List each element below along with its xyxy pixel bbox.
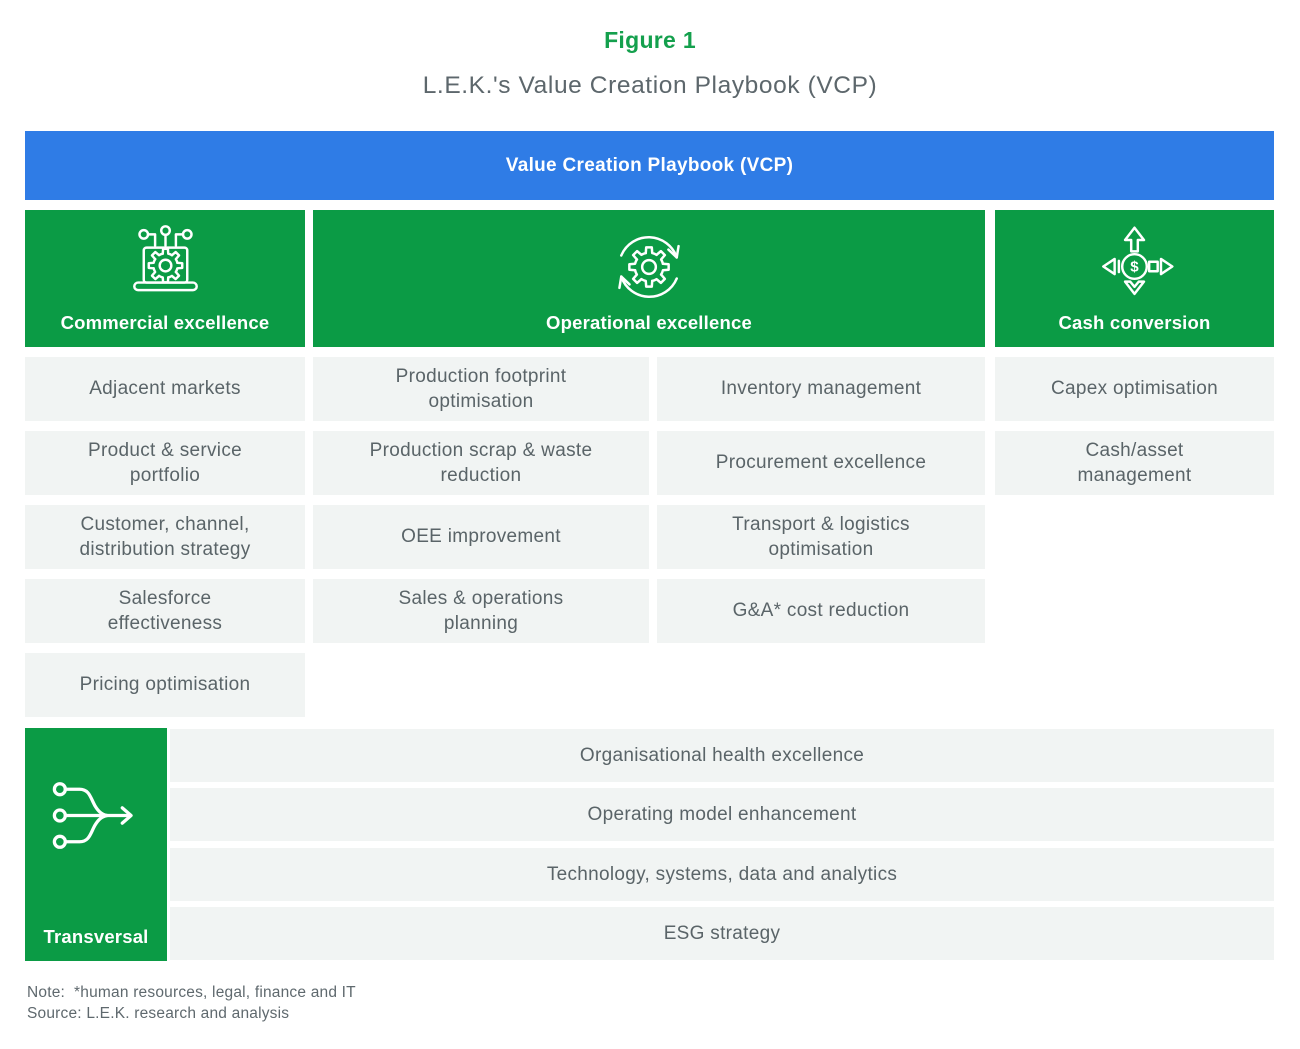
vcp-item-box: Product & service portfolio (25, 431, 305, 495)
gear-sync-icon (618, 236, 680, 298)
vcp-item-box: Pricing optimisation (25, 653, 305, 717)
vcp-item-label: Salesforce effectiveness (107, 587, 223, 635)
column-header-label: Commercial excellence (60, 312, 270, 333)
column-header-cash: $ Cash conversion (995, 210, 1274, 347)
merge-arrow-icon (52, 782, 133, 849)
transversal-row-label: ESG strategy (663, 922, 781, 944)
vcp-item-box: Customer, channel, distribution strategy (25, 505, 305, 569)
transversal-header: Transversal (25, 728, 167, 961)
vcp-item-label: Inventory management (720, 378, 922, 400)
vcp-item-label: Procurement excellence (715, 452, 927, 474)
column-header-operational: Operational excellence (313, 210, 985, 347)
transversal-row: ESG strategy (170, 907, 1274, 960)
vcp-banner-title: Value Creation Playbook (VCP) (505, 154, 794, 176)
vcp-item-label: Cash/asset management (1077, 439, 1192, 487)
vcp-item-box: G&A* cost reduction (657, 579, 985, 643)
vcp-item-box: Salesforce effectiveness (25, 579, 305, 643)
vcp-item-label: Capex optimisation (1051, 378, 1218, 400)
figure-title: L.E.K.'s Value Creation Playbook (VCP) (422, 72, 878, 99)
vcp-item-label: Production footprint optimisation (395, 365, 567, 413)
vcp-item-box: Inventory management (657, 357, 985, 421)
transversal-row-label: Operating model enhancement (587, 803, 857, 825)
column-header-label: Cash conversion (1058, 312, 1211, 333)
vcp-item-label: Production scrap & waste reduction (369, 439, 593, 487)
footer-source: Source: L.E.K. research and analysis (27, 1005, 290, 1022)
vcp-item-box: Production scrap & waste reduction (313, 431, 649, 495)
vcp-item-box: Procurement excellence (657, 431, 985, 495)
vcp-item-label: G&A* cost reduction (732, 600, 910, 622)
vcp-item-box: Adjacent markets (25, 357, 305, 421)
vcp-item-label: Transport & logistics optimisation (732, 513, 910, 561)
transversal-row: Operating model enhancement (170, 788, 1274, 841)
vcp-banner: Value Creation Playbook (VCP) (25, 131, 1274, 200)
vcp-item-box: OEE improvement (313, 505, 649, 569)
vcp-item-label: Product & service portfolio (88, 439, 242, 487)
transversal-row: Technology, systems, data and analytics (170, 848, 1274, 901)
column-header-commercial: Commercial excellence (25, 210, 305, 347)
vcp-item-box: Production footprint optimisation (313, 357, 649, 421)
vcp-item-box: Cash/asset management (995, 431, 1274, 495)
cash-flow-icon: $ (1102, 226, 1174, 296)
figure-label: Figure 1 (604, 27, 696, 53)
vcp-item-label: Pricing optimisation (79, 674, 251, 696)
vcp-item-box: Sales & operations planning (313, 579, 649, 643)
vcp-item-label: OEE improvement (401, 526, 561, 548)
column-header-label: Operational excellence (546, 312, 752, 333)
vcp-item-box: Capex optimisation (995, 357, 1274, 421)
vcp-item-label: Customer, channel, distribution strategy (79, 513, 251, 561)
vcp-item-label: Adjacent markets (89, 378, 241, 400)
vcp-item-box: Transport & logistics optimisation (657, 505, 985, 569)
vcp-item-label: Sales & operations planning (398, 587, 564, 635)
transversal-row: Organisational health excellence (170, 729, 1274, 782)
svg-text:$: $ (1130, 259, 1139, 276)
footer-note: Note: *human resources, legal, finance a… (27, 984, 356, 1001)
transversal-label: Transversal (43, 926, 149, 947)
transversal-row-label: Organisational health excellence (579, 744, 865, 766)
transversal-row-label: Technology, systems, data and analytics (546, 863, 898, 885)
laptop-gear-icon (132, 225, 198, 292)
